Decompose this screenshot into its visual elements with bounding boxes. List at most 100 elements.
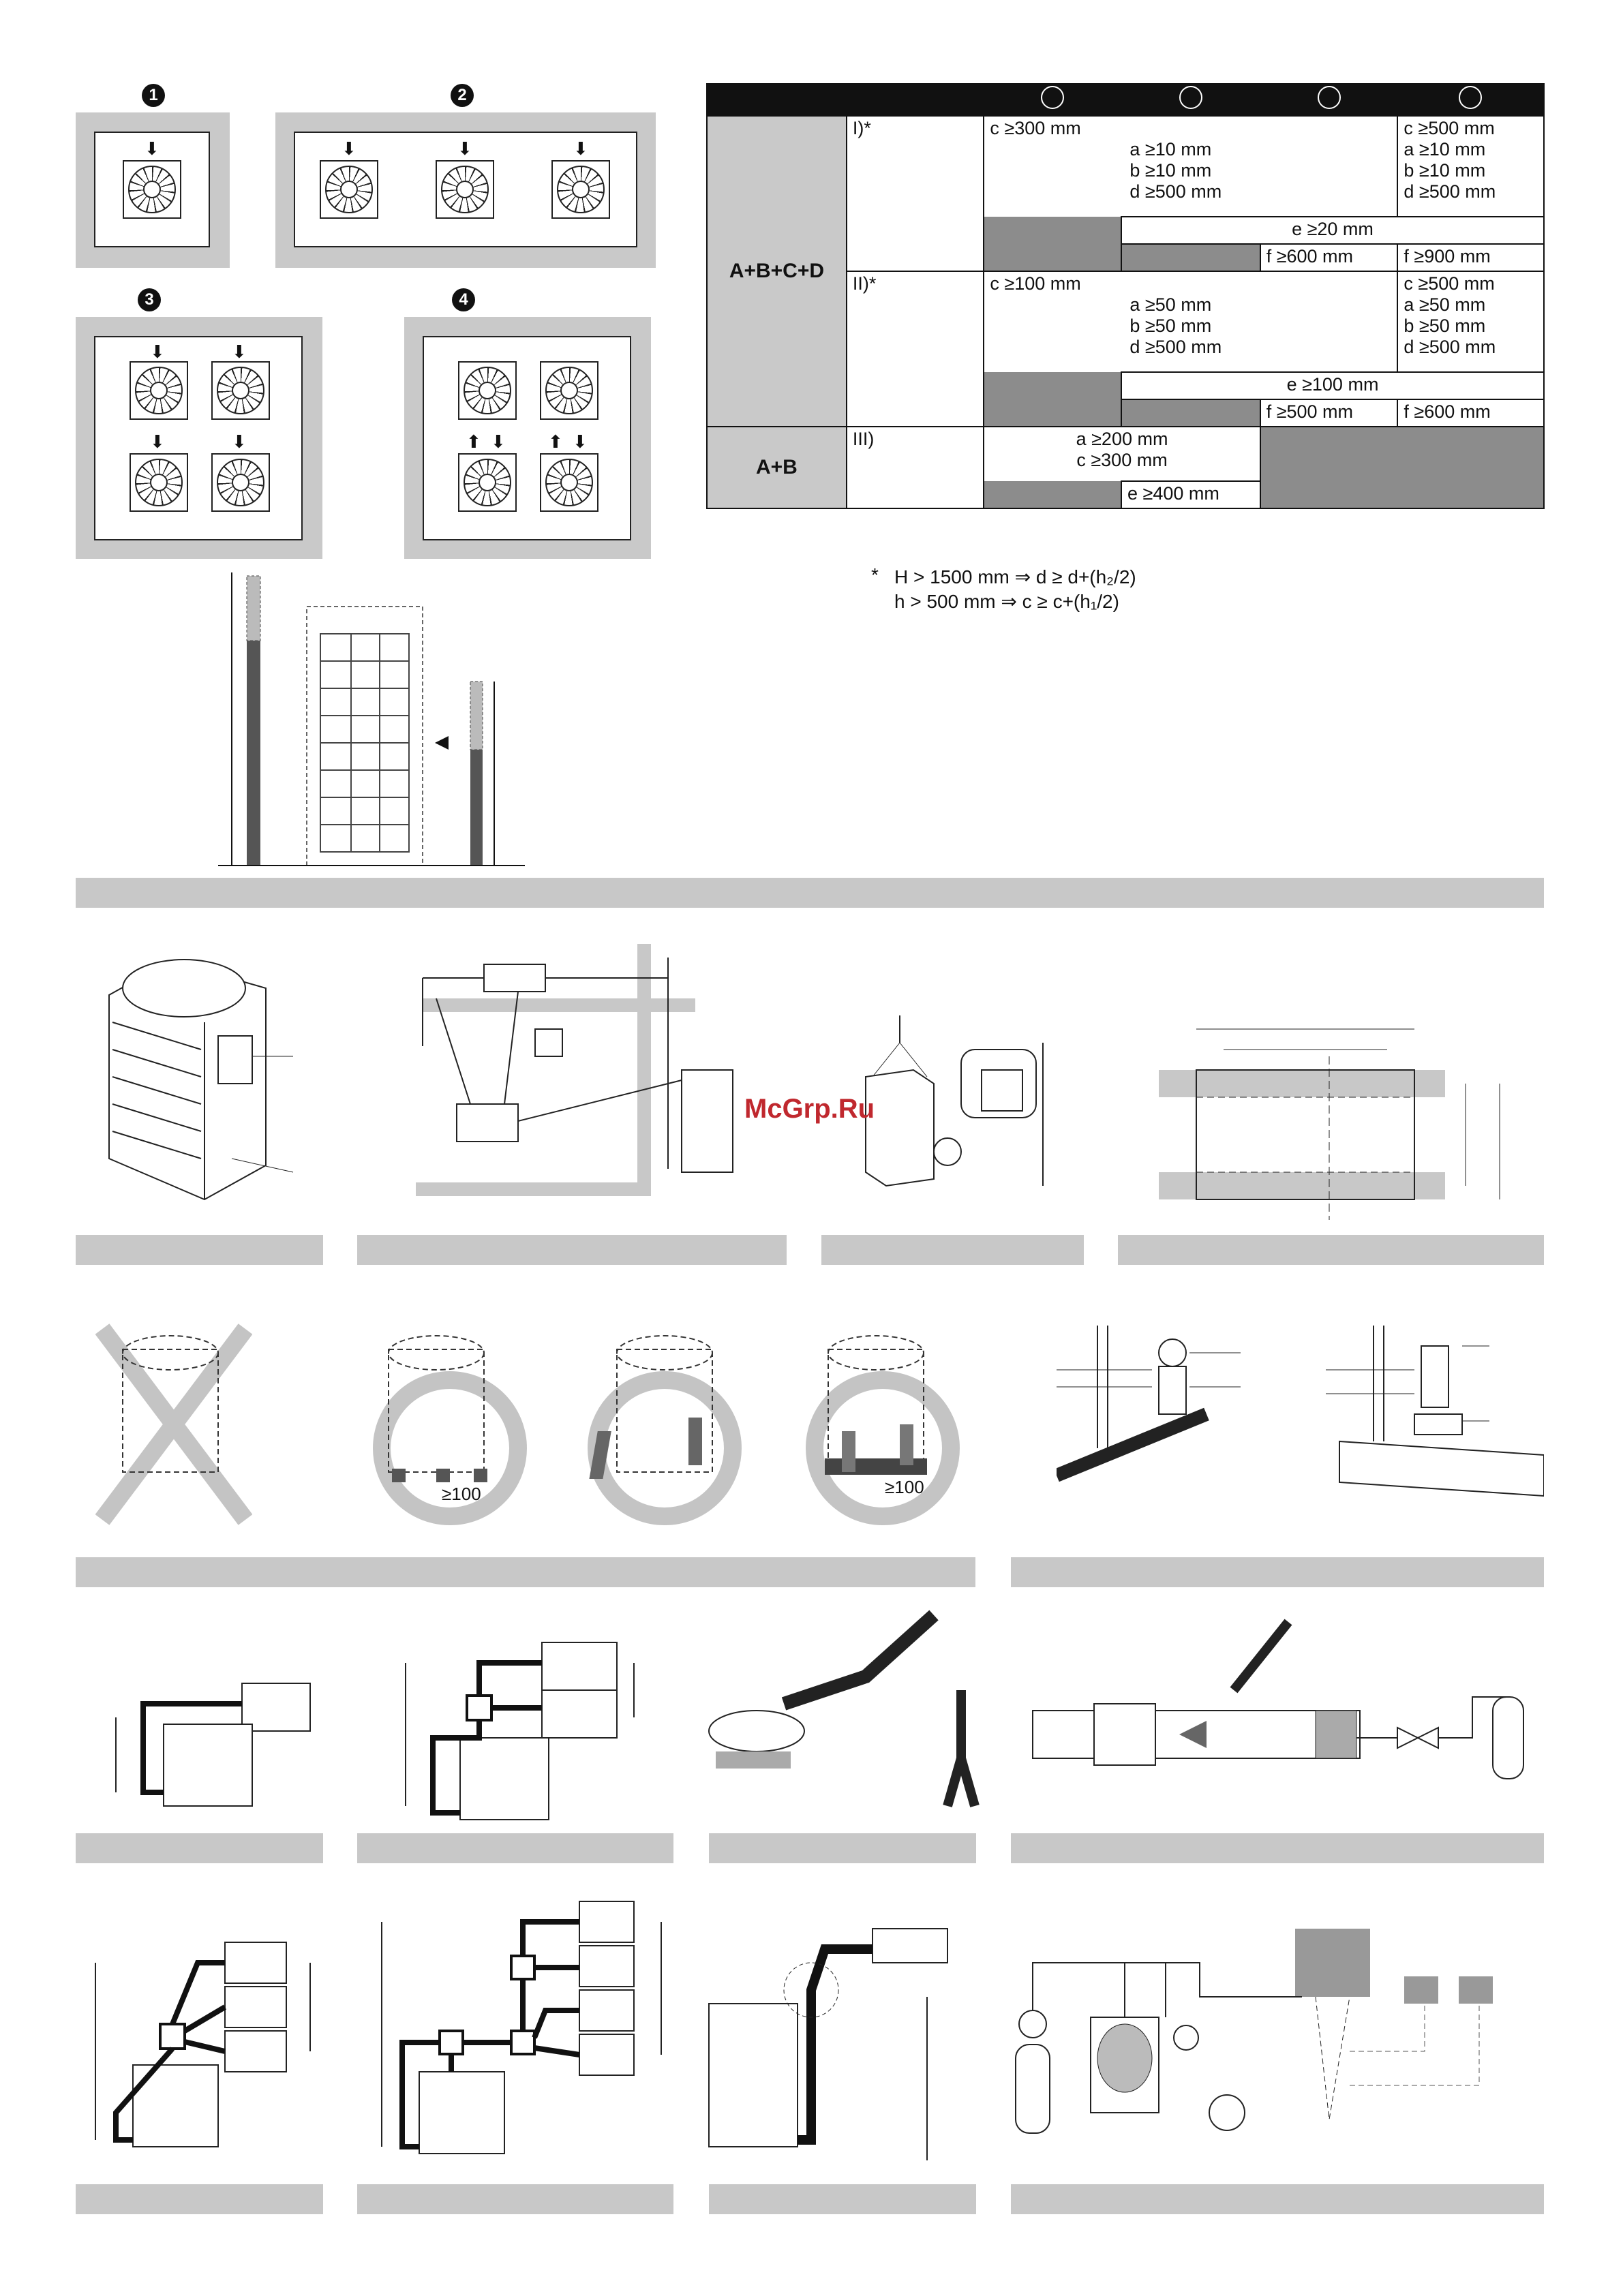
footnote-marker: * [871, 564, 879, 585]
case-iii-values: a ≥200 mm c ≥300 mm [983, 426, 1261, 481]
base-incorrect-diagram [95, 1323, 252, 1525]
fan-icon [217, 367, 264, 414]
layout-4-pad: ⬆ ⬇ ⬆ ⬇ [423, 336, 631, 540]
value-line: b ≥10 mm [1404, 160, 1486, 181]
circle-marker-icon [1041, 86, 1065, 109]
value-line: d ≥500 mm [1129, 181, 1222, 202]
e-value: e ≥20 mm [1121, 216, 1545, 245]
fan-icon [441, 166, 489, 213]
case-i-values: c ≥300 mm a ≥10 mm b ≥10 mm d ≥500 mm [983, 115, 1399, 217]
value-line: c ≥100 mm [990, 273, 1081, 294]
branch-joint-diagram [708, 1610, 980, 1807]
fan-icon [128, 166, 176, 213]
value-line: a ≥10 mm [1404, 139, 1486, 159]
base-support-diagram-3 [806, 1335, 960, 1525]
circle-marker-icon [1459, 86, 1483, 109]
caption-bar [76, 1557, 975, 1587]
fan-icon [545, 367, 593, 414]
caption-bar [1011, 2184, 1544, 2214]
clearance-table: A+B+C+D I)* c ≥300 mm a ≥10 mm b ≥10 mm … [706, 83, 1545, 509]
fan-icon [135, 459, 183, 506]
valve-connection-diagram-2 [1326, 1326, 1544, 1497]
group-label: A+B+C+D [706, 115, 847, 427]
caption-bar [357, 1235, 787, 1265]
value-line: c ≥300 mm [1076, 450, 1168, 470]
watermark: McGrp.Ru [744, 1094, 875, 1124]
footnote-line-1: H > 1500 mm ⇒ d ≥ d+(h₂/2) [894, 566, 1136, 587]
fan-icon [325, 166, 373, 213]
value-line: b ≥50 mm [1129, 316, 1212, 336]
fan-unit [540, 453, 598, 512]
dimension-label: ≥100 [442, 1484, 481, 1504]
fan-unit [130, 453, 188, 512]
caption-bar [357, 2184, 673, 2214]
value-line: d ≥500 mm [1129, 337, 1222, 357]
fan-unit [130, 361, 188, 420]
down-arrow-icon: ⬇ [232, 431, 247, 452]
caption-bar [709, 2184, 976, 2214]
f-value: f ≥600 mm [1259, 243, 1399, 272]
down-arrow-icon: ⬇ [342, 138, 357, 159]
f-value: f ≥900 mm [1397, 243, 1545, 272]
fan-unit [211, 361, 270, 420]
fan-unit [211, 453, 270, 512]
e-value: e ≥100 mm [1121, 371, 1545, 400]
value-line: c ≥300 mm [990, 118, 1081, 138]
layout-2-pad: ⬇ ⬇ ⬇ [294, 132, 637, 247]
fan-unit [436, 160, 494, 219]
fan-icon [217, 459, 264, 506]
case-label: I)* [845, 115, 985, 272]
pipe-brazing-diagram [1032, 1619, 1524, 1779]
valve-connection-diagram-1 [1057, 1326, 1241, 1482]
height-clearance-diagram [218, 572, 525, 866]
piping-branch-diagram-4 [381, 1901, 662, 2154]
badge-2: 2 [451, 84, 474, 107]
fan-unit [123, 160, 181, 219]
caption-bar [357, 1833, 673, 1863]
value-line: b ≥10 mm [1129, 160, 1212, 181]
piping-branch-diagram-3 [95, 1942, 311, 2147]
layout-3-zone: ⬇ ⬇ ⬇ ⬇ [76, 317, 322, 559]
fan-icon [464, 459, 511, 506]
footnote-line-2: h > 500 mm ⇒ c ≥ c+(h₁/2) [894, 591, 1119, 612]
case-ii-values: c ≥100 mm a ≥50 mm b ≥50 mm d ≥500 mm [983, 271, 1399, 372]
down-arrow-icon: ⬇ [457, 138, 472, 159]
value-line: c ≥500 mm [1404, 273, 1495, 294]
up-arrow-icon: ⬆ [466, 431, 481, 452]
layout-2-zone: ⬇ ⬇ ⬇ [275, 112, 656, 268]
fan-unit [320, 160, 378, 219]
e-value: e ≥400 mm [1121, 480, 1261, 509]
section-bar [76, 878, 1544, 908]
layout-1-zone: ⬇ [76, 112, 230, 268]
value-line: a ≥10 mm [1129, 139, 1212, 159]
circle-marker-icon [1179, 86, 1202, 109]
value-line: d ≥500 mm [1404, 337, 1496, 357]
fan-unit [458, 453, 517, 512]
foundation-dimensions-diagram [1159, 1028, 1500, 1220]
wiring-diagram [416, 944, 733, 1196]
f-value: f ≥500 mm [1259, 399, 1399, 427]
badge-4: 4 [452, 288, 475, 311]
down-arrow-icon: ⬇ [145, 138, 160, 159]
down-arrow-icon: ⬇ [573, 138, 588, 159]
caption-bar [76, 1833, 323, 1863]
value-line: c ≥500 mm [1404, 118, 1495, 138]
piping-height-diagram-2 [405, 1642, 635, 1820]
layout-1-pad: ⬇ [94, 132, 210, 247]
case-label: III) [845, 426, 985, 509]
caption-bar [76, 2184, 323, 2214]
fan-unit [540, 361, 598, 420]
badge-1: 1 [142, 84, 165, 107]
caption-bar [76, 1235, 323, 1265]
down-arrow-icon: ⬇ [150, 341, 165, 362]
case-i-right-values: c ≥500 mm a ≥10 mm b ≥10 mm d ≥500 mm [1397, 115, 1545, 217]
layout-4-zone: ⬆ ⬇ ⬆ ⬇ [404, 317, 651, 559]
fan-unit [458, 361, 517, 420]
up-arrow-icon: ⬆ [548, 431, 563, 452]
caption-bar [709, 1833, 976, 1863]
shaded-cell [983, 481, 1122, 509]
table-header-row [706, 83, 1545, 117]
case-label: II)* [845, 271, 985, 427]
shaded-cell [1121, 399, 1261, 427]
value-line: a ≥50 mm [1404, 294, 1486, 315]
